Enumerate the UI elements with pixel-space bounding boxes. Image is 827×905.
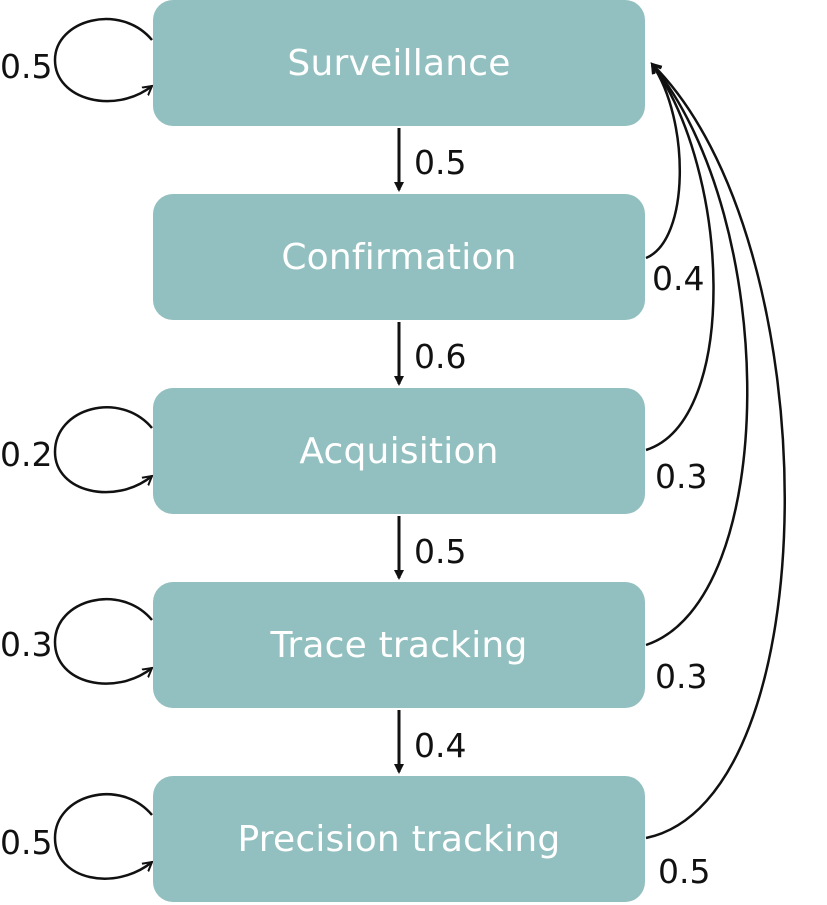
self-loop-prob-trace-tracking: 0.3	[0, 625, 53, 664]
self-loop-trace-tracking-arrow	[53, 597, 152, 685]
self-loop-acquisition-arrow	[53, 406, 152, 494]
state-label-acquisition: Acquisition	[299, 430, 499, 472]
forward-prob-acquisition-trace-tracking: 0.5	[414, 532, 467, 571]
return-prob-confirmation-surveillance: 0.4	[652, 259, 705, 298]
state-trace-tracking: Trace tracking	[153, 582, 645, 708]
state-precision-tracking: Precision tracking	[153, 776, 645, 902]
return-arrow-trace-tracking-surveillance	[645, 64, 749, 647]
return-arrow-precision-tracking-surveillance	[645, 64, 786, 840]
state-label-surveillance: Surveillance	[287, 42, 511, 84]
return-arrow-acquisition-surveillance	[645, 64, 715, 452]
return-arrow-confirmation-surveillance	[645, 64, 681, 260]
state-label-confirmation: Confirmation	[281, 236, 517, 278]
self-loop-precision-tracking-arrow	[53, 792, 152, 880]
state-label-trace-tracking: Trace tracking	[270, 624, 528, 666]
return-prob-trace-tracking-surveillance: 0.3	[655, 657, 708, 696]
self-loop-prob-acquisition: 0.2	[0, 435, 53, 474]
state-surveillance: Surveillance	[153, 0, 645, 126]
state-confirmation: Confirmation	[153, 194, 645, 320]
forward-prob-confirmation-acquisition: 0.6	[414, 337, 467, 376]
self-loop-surveillance-arrow	[53, 17, 152, 103]
forward-prob-surveillance-confirmation: 0.5	[414, 143, 467, 182]
return-prob-precision-tracking-surveillance: 0.5	[658, 852, 711, 891]
forward-prob-trace-tracking-precision-tracking: 0.4	[414, 726, 467, 765]
state-acquisition: Acquisition	[153, 388, 645, 514]
state-label-precision-tracking: Precision tracking	[237, 818, 561, 860]
self-loop-prob-surveillance: 0.5	[0, 47, 53, 86]
self-loop-prob-precision-tracking: 0.5	[0, 823, 53, 862]
return-prob-acquisition-surveillance: 0.3	[655, 457, 708, 496]
